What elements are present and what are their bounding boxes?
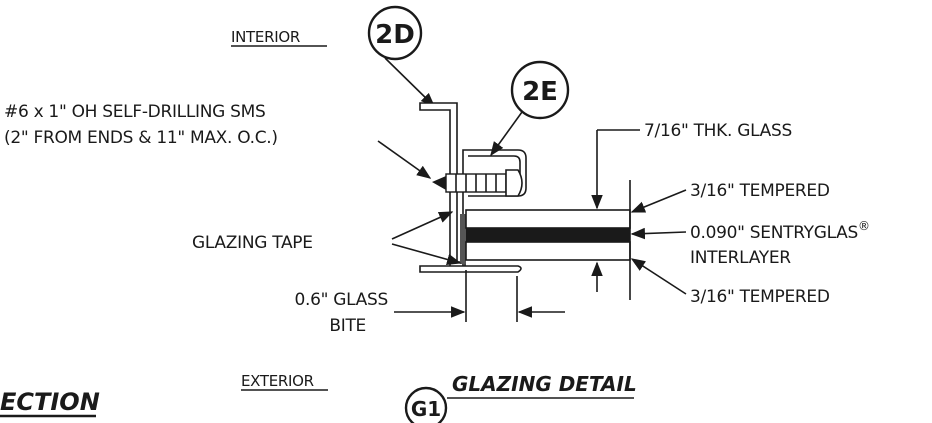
detail-tag-2e-circle — [510, 60, 570, 120]
glazing-tape-label: GLAZING TAPE — [192, 233, 313, 253]
leader-2d — [384, 57, 436, 108]
glass-bite-label-line2: BITE — [329, 316, 366, 336]
screw-tip — [432, 176, 446, 190]
section-title-partial: ECTION — [0, 388, 100, 416]
glazing-clip — [462, 149, 527, 268]
frame-bottom-flange — [419, 265, 522, 273]
glass-lite-top — [465, 209, 631, 229]
tempered-top-leader — [630, 189, 687, 213]
glazing-tape-leader-top — [391, 211, 454, 240]
tempered-bottom-label: 3/16" TEMPERED — [690, 287, 830, 307]
interior-label: INTERIOR — [231, 28, 300, 46]
detail-tag-2d: 2D — [375, 20, 415, 50]
detail-tag-2d-circle — [367, 5, 423, 61]
exterior-label: EXTERIOR — [241, 372, 314, 390]
glass-bite-label-line1: 0.6" GLASS — [294, 290, 388, 310]
glazing-tape — [460, 214, 466, 264]
tempered-top-label: 3/16" TEMPERED — [690, 181, 830, 201]
sentryglas-label: 0.090" SENTRYGLAS® — [690, 219, 870, 243]
tempered-bottom-leader — [630, 258, 687, 295]
screw-head — [505, 169, 523, 197]
screw-leader — [377, 140, 432, 179]
sentryglas-leader — [630, 227, 687, 240]
glazing-tape-leader-bottom — [391, 243, 462, 266]
interlayer-label: INTERLAYER — [690, 248, 791, 268]
glazing-detail-title: GLAZING DETAIL — [452, 372, 637, 396]
leader-2e — [490, 111, 523, 157]
thk-glass-label: 7/16" THK. GLASS — [644, 121, 792, 141]
sentryglas-interlayer — [466, 228, 630, 242]
detail-tag-g1-circle — [404, 386, 448, 423]
glass-lite-bottom — [465, 241, 631, 261]
screw-label-line1: #6 x 1" OH SELF-DRILLING SMS — [4, 102, 265, 122]
detail-tag-2e: 2E — [522, 77, 558, 107]
screw-label-line2: (2" FROM ENDS & 11" MAX. O.C.) — [4, 128, 278, 148]
detail-tag-g1: G1 — [411, 397, 441, 421]
